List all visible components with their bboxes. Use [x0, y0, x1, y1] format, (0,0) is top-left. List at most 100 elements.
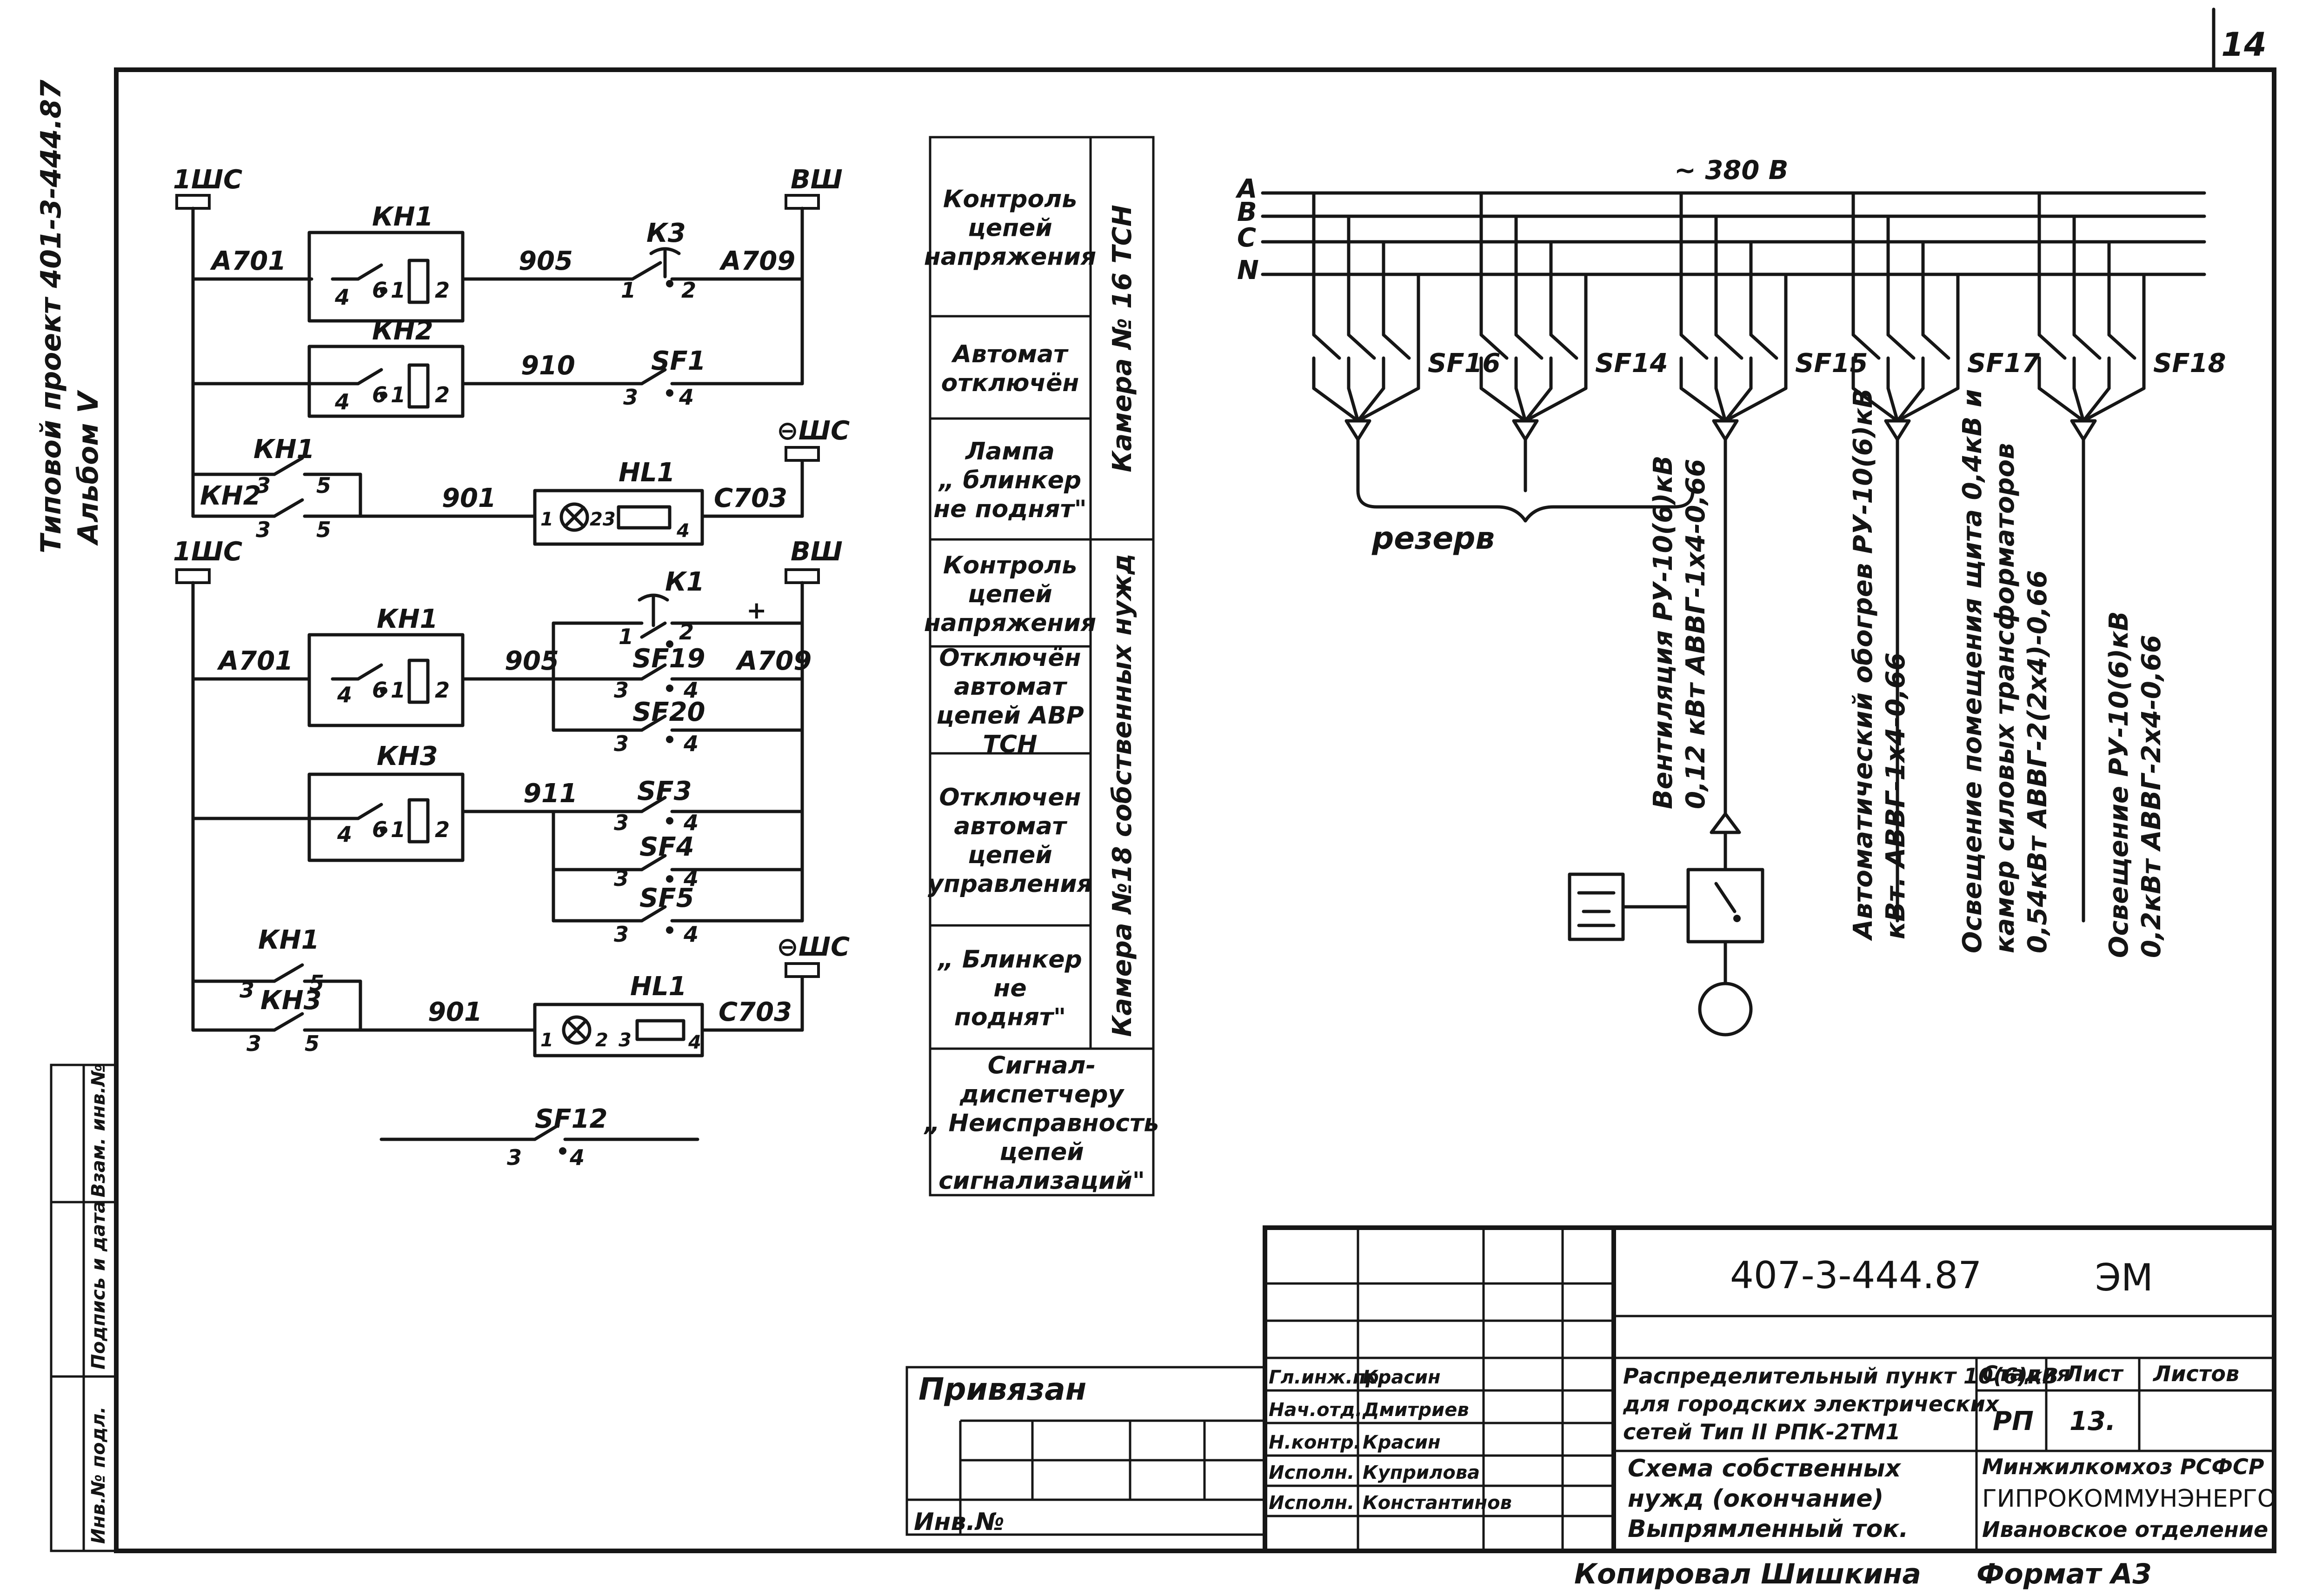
- bus-vsh-bottom: [785, 568, 820, 584]
- wire-c703-b: С703: [719, 997, 792, 1027]
- bus-1shc-bottom: [175, 568, 211, 584]
- lamp-hl1-label: HL1: [619, 458, 675, 488]
- kn2-c-n3: 3: [256, 517, 271, 542]
- breaker-label-SF15: SF15: [1795, 348, 1868, 379]
- signal-row-7-line-2: не: [993, 975, 1026, 1003]
- sf4-n3: 3: [614, 866, 629, 891]
- sf3-n3: 3: [614, 810, 629, 835]
- format-label: Формат А3: [1976, 1558, 2152, 1590]
- b-n4: 4: [337, 682, 352, 707]
- relay-kn2-label: КН2: [372, 316, 433, 346]
- wire-905-b: 905: [505, 646, 559, 676]
- bus-1shc-bottom-label: 1ШС: [173, 537, 242, 567]
- org-3: Ивановское отделение: [1982, 1517, 2268, 1542]
- signal-row-1-line-3: напряжения: [924, 243, 1096, 271]
- title-block: 407-3-444.87 ЭМ Привязан Инв.№ Гл.инж.пр…: [905, 1225, 2276, 1590]
- switch-k1-label: К1: [665, 567, 705, 597]
- wire-a701-b: А701: [217, 646, 293, 676]
- bus-vsh-top: [785, 194, 820, 210]
- signal-row-6-line-4: управления: [928, 870, 1092, 898]
- inv-no-label: Инв.№: [914, 1508, 1005, 1536]
- feeder-4-line-1: Освещение РУ-10(6)кВ: [2104, 611, 2134, 958]
- feeder-3-line-1: Освещение помещения щита 0,4кВ и: [1957, 389, 1988, 953]
- bus-1shc-top: [175, 194, 211, 210]
- hdr-sheets: Листов: [2152, 1361, 2239, 1386]
- b-n1: 1: [391, 678, 406, 703]
- signal-row-3-line-3: не поднят": [933, 495, 1087, 523]
- sf12-n4: 4: [569, 1145, 585, 1170]
- phase-label-С: С: [1237, 223, 1256, 253]
- motor-starter: [1686, 868, 1764, 944]
- breaker-SF16: SF16: [1312, 191, 1501, 492]
- hl1b-n3: 3: [619, 1030, 632, 1051]
- relay-kn1: [307, 231, 465, 323]
- breaker-label-SF17: SF17: [1967, 348, 2040, 379]
- signal-row-7-line-1: „ Блинкер: [937, 946, 1082, 974]
- breaker-SF15: SF15: [1679, 191, 1868, 816]
- feeder-2-line-2: кВт. АВВГ-1х4-0,66: [1881, 652, 1911, 939]
- sf20-label: SF20: [632, 697, 705, 727]
- wire-a701: А701: [210, 246, 286, 276]
- role-1: Гл.инж.пр.: [1269, 1367, 1386, 1388]
- role-name-2: Дмитриев: [1362, 1399, 1469, 1421]
- sf3-n4: 4: [683, 810, 699, 835]
- breaker-SF18: SF18: [2037, 191, 2226, 923]
- wire-910: 910: [521, 351, 575, 381]
- hl1b-n4: 4: [688, 1032, 701, 1053]
- motor-icon: [1698, 982, 1753, 1037]
- sf12-n3: 3: [507, 1145, 522, 1170]
- org-1: Минжилкомхоз РСФСР: [1982, 1454, 2264, 1479]
- k1-n1: 1: [619, 624, 633, 649]
- signal-row-1-line-2: цепей: [968, 214, 1052, 242]
- strip-inv-no: Инв.№ подл.: [88, 1406, 109, 1544]
- object-title-1: Распределительный пункт 10(6)кВ: [1623, 1363, 2058, 1389]
- signal-row-2-line-1: Автомат: [951, 340, 1069, 368]
- hdr-sheet: Лист: [2064, 1361, 2124, 1386]
- phase-label-В: В: [1237, 197, 1257, 227]
- signal-row-5-line-2: автомат: [954, 673, 1067, 701]
- kn3-n4: 4: [337, 822, 352, 847]
- strip-signature: Подпись и дата: [88, 1201, 109, 1370]
- bus-minus-bottom-label: ⊖ШС: [777, 932, 850, 962]
- signal-row-8-line-3: „ Неисправность: [924, 1110, 1159, 1137]
- wire-911: 911: [523, 778, 578, 809]
- breaker-label-SF18: SF18: [2153, 348, 2226, 379]
- signal-row-8-line-2: диспетчеру: [959, 1081, 1125, 1109]
- n4: 4: [334, 285, 350, 310]
- role-5: Исполн.: [1269, 1492, 1354, 1514]
- n6: 6: [372, 278, 387, 303]
- sf5-label: SF5: [639, 883, 694, 913]
- sf1-n4: 4: [679, 385, 694, 410]
- side-stamp-project: Типовой проект 401-3-444.87: [35, 80, 67, 553]
- sf12-label: SF12: [535, 1104, 608, 1134]
- kn1-n5: 5: [316, 473, 331, 498]
- sheet-no-value: 13.: [2069, 1406, 2116, 1436]
- bus-1shc-top-label: 1ШС: [173, 165, 242, 195]
- contact-kn2-label: КН2: [200, 481, 261, 511]
- kn3-n2: 2: [435, 817, 450, 842]
- role-name-1: Красин: [1363, 1367, 1441, 1388]
- signal-row-4-line-1: Контроль: [943, 552, 1077, 579]
- sf4-n4: 4: [683, 866, 699, 891]
- relay-kn2: [307, 345, 465, 418]
- kn2-n4: 4: [334, 389, 350, 414]
- sheet-title-1: Схема собственных: [1628, 1455, 1902, 1483]
- signal-table: КонтрольцепейнапряженияАвтоматотключёнЛа…: [924, 136, 1159, 1197]
- bus-minus-top-label: ⊖ШС: [777, 416, 850, 446]
- kn1b-n5: 5: [309, 971, 324, 996]
- kn2-n1: 1: [391, 382, 406, 407]
- stage-value: РП: [1993, 1406, 2034, 1436]
- wire-901-b: 901: [428, 997, 482, 1027]
- feeder-3-line-3: 0,54кВт АВВГ-2(2х4)-0,66: [2023, 570, 2053, 953]
- role-name-5: Константинов: [1363, 1492, 1512, 1514]
- kn3-n6: 6: [372, 817, 387, 842]
- wire-c703: С703: [714, 483, 787, 513]
- kn3-n1: 1: [391, 817, 406, 842]
- voltage-label: ~ 380 В: [1674, 155, 1789, 186]
- feeder-1-line-1: Вентиляция РУ-10(6)кВ: [1648, 456, 1678, 809]
- sf5-n4: 4: [683, 922, 699, 947]
- wire-901: 901: [442, 483, 496, 513]
- sf19-n4: 4: [683, 678, 699, 703]
- signal-row-6-line-3: цепей: [968, 841, 1052, 869]
- hl1-n23: 23: [590, 509, 616, 530]
